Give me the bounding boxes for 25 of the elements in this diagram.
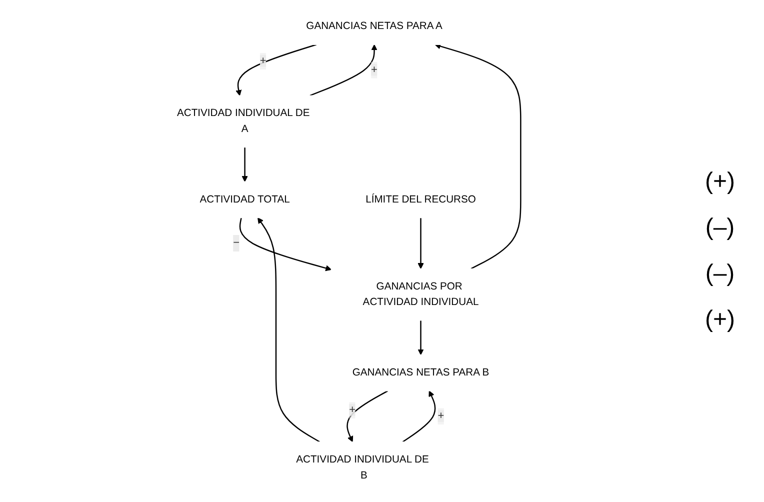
loop-polarity-label: (–) [704,260,736,288]
edge-label: − [233,237,240,249]
node-text: ACTIVIDAD TOTAL [200,193,290,206]
arrow [434,43,522,270]
arrow [239,218,332,272]
loop-polarity-label: (+) [704,168,736,196]
node-text: LÍMITE DEL RECURSO [366,193,476,206]
edge-label: + [438,410,444,422]
node-text: GANANCIAS NETAS PARA B [352,366,490,378]
arrow [418,218,424,269]
edge-label: + [260,55,266,67]
node-text: ACTIVIDAD INDIVIDUAL DE A [177,107,310,134]
arrow [236,44,317,96]
arrow [257,218,320,442]
node-text: GANANCIAS POR ACTIVIDAD INDIVIDUAL [362,280,479,308]
arrow [346,390,388,442]
arrow [242,147,248,182]
arrow [418,320,424,356]
node-text: GANANCIAS NETAS PARA A [306,20,442,32]
loop-polarity-label: (+) [704,306,736,334]
edge-label: + [349,404,356,416]
arrow [402,390,436,442]
loop-polarity-label: (–) [704,214,736,242]
node-text: ACTIVIDAD INDIVIDUAL DE B [296,454,429,481]
edge-label: + [371,64,378,76]
